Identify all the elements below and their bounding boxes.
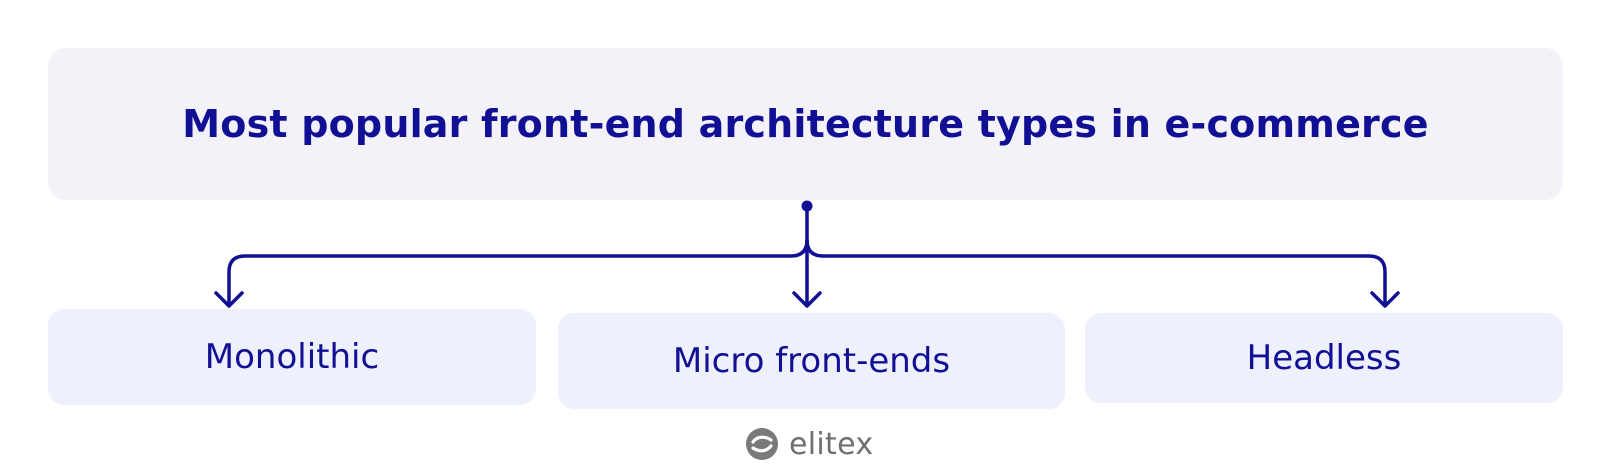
node-micro-front-ends-label: Micro front-ends [672,341,951,381]
root-stem [227,204,809,307]
node-monolithic: Monolithic [48,309,536,405]
elitex-logo: elitex [745,424,873,464]
node-headless: Headless [1085,313,1563,403]
title-box: Most popular front-end architecture type… [48,48,1563,200]
elitex-logo-icon [746,428,778,460]
elitex-logo-text: elitex [789,426,874,462]
arrow-monolithic [214,291,244,308]
arrow-micro [792,291,822,308]
diagram-title: Most popular front-end architecture type… [182,102,1429,146]
arrow-headless [1370,291,1400,308]
root-dot [801,200,813,212]
node-monolithic-label: Monolithic [204,337,380,377]
right-branch [805,238,1387,307]
node-micro-front-ends: Micro front-ends [558,313,1065,409]
node-headless-label: Headless [1246,338,1402,378]
